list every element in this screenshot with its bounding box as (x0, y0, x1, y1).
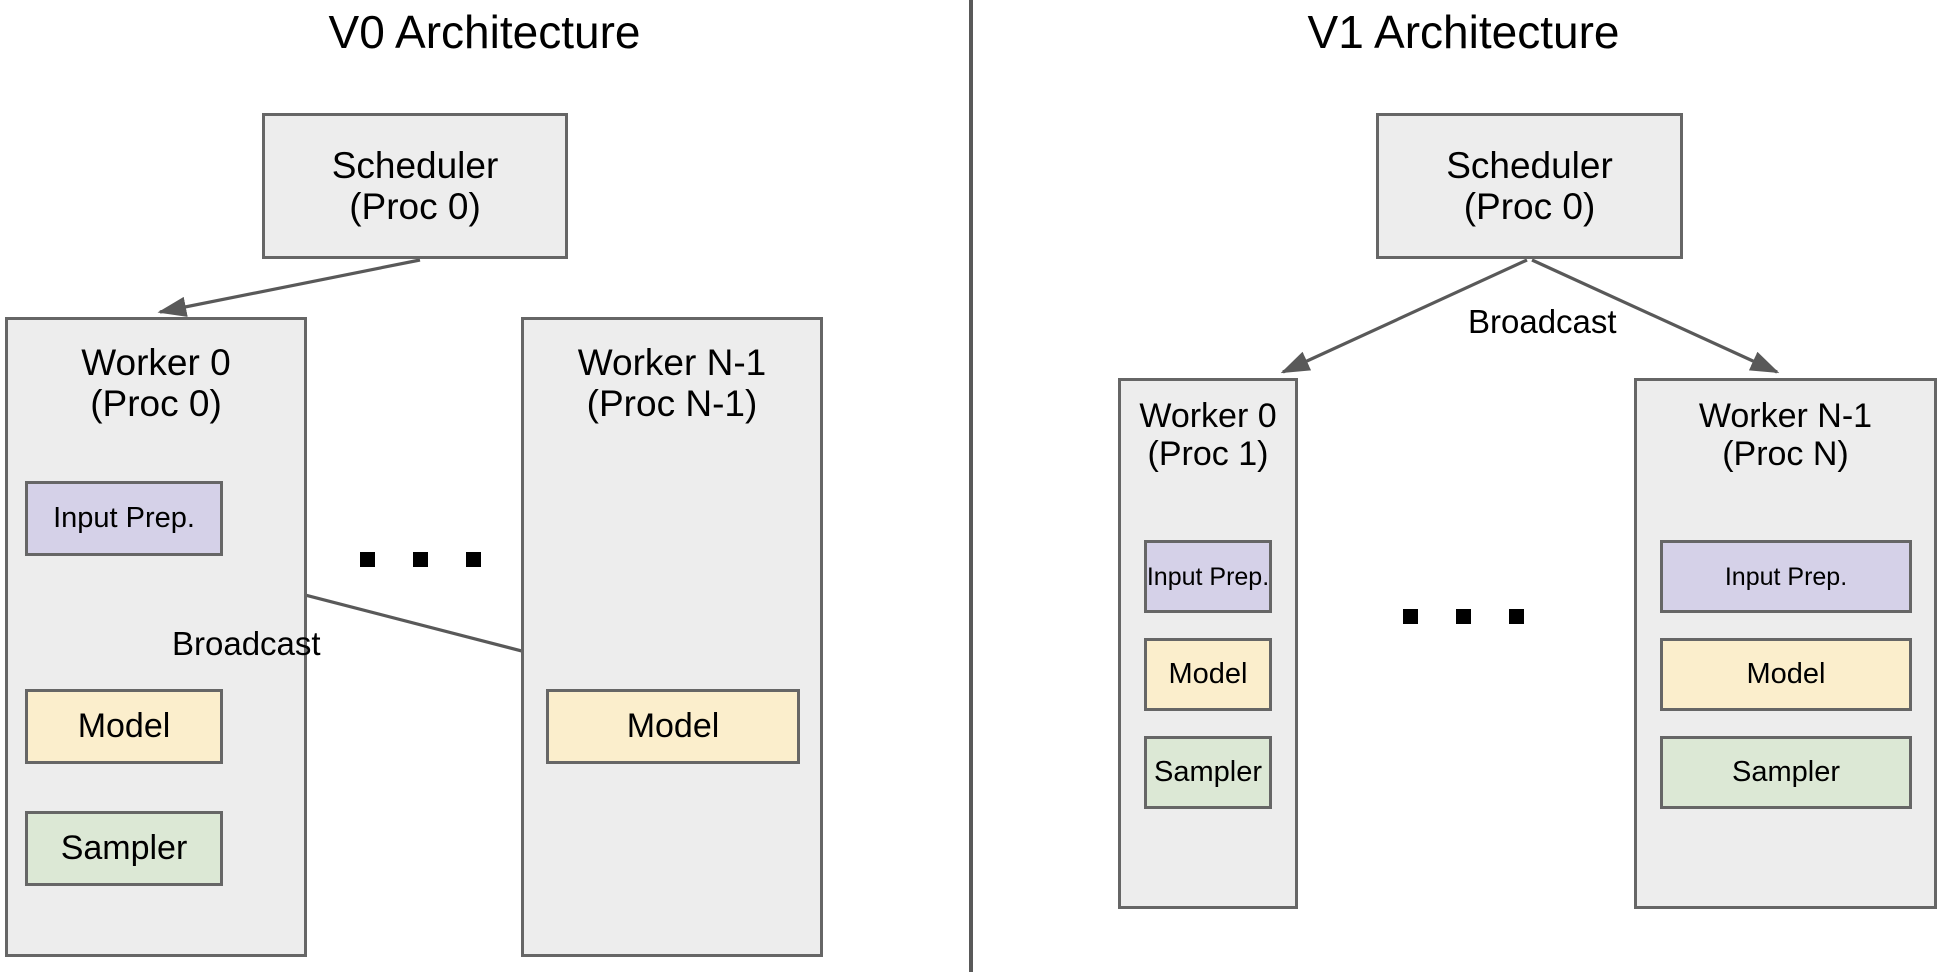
v0-scheduler-line2: (Proc 0) (349, 186, 481, 227)
panel-divider (969, 0, 973, 972)
v1-worker-0-input-prep-box[interactable]: Input Prep. (1144, 540, 1272, 613)
edge-v0-scheduler-to-worker0 (157, 258, 421, 317)
v1-ellipsis-dot-2 (1456, 609, 1471, 624)
v1-worker-n1-model-box[interactable]: Model (1660, 638, 1912, 711)
v1-worker-n1-line1: Worker N-1 (1698, 397, 1873, 435)
v1-worker-0-line1: Worker 0 (1139, 397, 1277, 435)
v0-worker-0-model-box[interactable]: Model (25, 689, 223, 764)
v1-worker-0-input-prep-label: Input Prep. (1146, 562, 1270, 591)
v1-broadcast-label: Broadcast (1468, 303, 1617, 340)
v0-worker-n1-line1: Worker N-1 (577, 342, 767, 383)
v0-broadcast-label: Broadcast (172, 625, 321, 662)
v0-worker-0-input-prep-box[interactable]: Input Prep. (25, 481, 223, 556)
v1-ellipsis-dot-1 (1403, 609, 1418, 624)
v1-scheduler-label: Scheduler (Proc 0) (1446, 145, 1613, 228)
v0-worker-0-sampler-box[interactable]: Sampler (25, 811, 223, 886)
v0-worker-n1-box[interactable]: Worker N-1 (Proc N-1) (521, 317, 823, 957)
v0-worker-0-line2: (Proc 0) (90, 383, 222, 425)
v1-scheduler-box[interactable]: Scheduler (Proc 0) (1376, 113, 1683, 259)
v0-scheduler-line1: Scheduler (331, 144, 499, 186)
v0-worker-0-input-prep-label: Input Prep. (53, 502, 195, 535)
v1-worker-n1-sampler-box[interactable]: Sampler (1660, 736, 1912, 809)
v0-worker-n1-model-box[interactable]: Model (546, 689, 800, 764)
v0-ellipsis-dot-3 (466, 552, 481, 567)
v0-worker-0-title: Worker 0 (Proc 0) (81, 342, 230, 425)
v0-worker-n1-line2: (Proc N-1) (586, 383, 758, 425)
v0-scheduler-label: Scheduler (Proc 0) (332, 145, 499, 228)
panel-title-v1: V1 Architecture (1307, 6, 1620, 58)
panel-title-v0: V0 Architecture (328, 6, 641, 58)
v0-worker-n1-title: Worker N-1 (Proc N-1) (578, 342, 766, 425)
v1-worker-0-line2: (Proc 1) (1147, 435, 1269, 474)
v1-worker-0-sampler-box[interactable]: Sampler (1144, 736, 1272, 809)
v1-worker-0-model-label: Model (1168, 658, 1248, 691)
v1-worker-0-model-box[interactable]: Model (1144, 638, 1272, 711)
v0-ellipsis-dots (360, 552, 481, 567)
v1-worker-0-title: Worker 0 (Proc 1) (1139, 397, 1276, 473)
v0-worker-n1-model-label: Model (626, 707, 720, 746)
v1-scheduler-line2: (Proc 0) (1463, 186, 1596, 227)
v1-ellipsis-dots (1403, 609, 1524, 624)
v0-ellipsis-dot-2 (413, 552, 428, 567)
v0-worker-0-line1: Worker 0 (81, 342, 231, 383)
v0-scheduler-box[interactable]: Scheduler (Proc 0) (262, 113, 568, 259)
v0-ellipsis-dot-1 (360, 552, 375, 567)
v1-worker-n1-sampler-label: Sampler (1732, 756, 1840, 789)
v1-worker-n1-line2: (Proc N) (1722, 435, 1849, 474)
v1-worker-n1-model-label: Model (1746, 658, 1826, 691)
v1-worker-0-sampler-label: Sampler (1154, 756, 1262, 789)
v0-worker-0-sampler-label: Sampler (60, 829, 188, 868)
v0-worker-0-model-label: Model (77, 707, 171, 746)
v1-ellipsis-dot-3 (1509, 609, 1524, 624)
v1-worker-n1-input-prep-box[interactable]: Input Prep. (1660, 540, 1912, 613)
v1-worker-n1-input-prep-label: Input Prep. (1724, 562, 1848, 591)
v1-worker-n1-title: Worker N-1 (Proc N) (1699, 397, 1872, 473)
v1-scheduler-line1: Scheduler (1446, 144, 1613, 186)
